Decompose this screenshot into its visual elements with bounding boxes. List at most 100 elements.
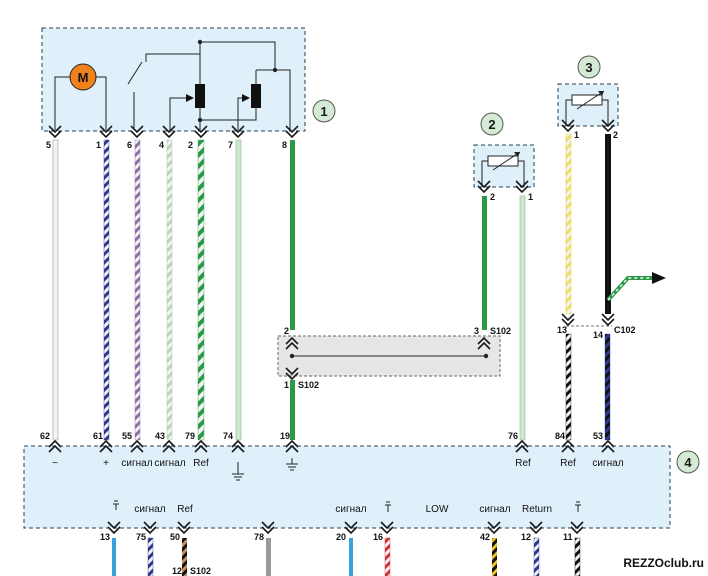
pin-number: 4 [159, 140, 164, 150]
pin-label: сигнал [592, 458, 623, 469]
ground-icon [232, 462, 244, 481]
wire-blue-black [147, 537, 154, 576]
wire-lightblue [112, 538, 116, 576]
pin-number: 53 [593, 431, 603, 441]
wire-red-white [384, 537, 391, 576]
callout-3: 3 [577, 55, 601, 79]
pin-label: сигнал [154, 458, 185, 469]
pin-number: 20 [336, 532, 346, 542]
wire-lightgreen [519, 195, 526, 441]
connector-chevron-down-icon [601, 119, 615, 133]
wire-grey [266, 538, 271, 576]
component-2-internals [481, 151, 525, 187]
connector-chevron-down-icon [177, 521, 191, 535]
watermark-background [600, 552, 706, 572]
pin-number: 1 [574, 130, 579, 140]
wire-black-white [574, 537, 581, 576]
wire-brown-black [182, 538, 187, 576]
pin-number: 6 [127, 140, 132, 150]
wire-blue-white [103, 139, 110, 441]
connector-chevron-down-icon [477, 180, 491, 194]
wires [52, 133, 666, 576]
connector-chevron-down-icon [285, 367, 299, 381]
variable-arrow-icon [514, 152, 520, 157]
pin-number: 76 [508, 431, 518, 441]
callout-1-label: 1 [320, 104, 327, 119]
pin-number: 55 [122, 431, 132, 441]
ground-icon [286, 458, 298, 471]
pin-number: 43 [155, 431, 165, 441]
junction-dot [483, 353, 489, 359]
pin-number: 16 [373, 532, 383, 542]
component-4-box [23, 445, 671, 529]
connector-chevron-up-icon [601, 439, 615, 453]
connector-name: C102 [614, 325, 636, 335]
pin-label: Ref [560, 458, 576, 469]
pin-number: 2 [188, 140, 193, 150]
potentiometer-1-icon [195, 84, 205, 108]
connector-chevron-up-icon [285, 336, 299, 350]
pin-number: 13 [557, 325, 567, 335]
pin-number: 42 [480, 532, 490, 542]
pin-label: сигнал [121, 458, 152, 469]
pin-number: 1 [284, 380, 289, 390]
connector-chevron-up-icon [99, 439, 113, 453]
connector-chevron-down-icon [487, 521, 501, 535]
pin-number: 5 [46, 140, 51, 150]
wire-lightgreen-white [166, 139, 173, 441]
wire-violet-white [134, 139, 141, 441]
ground-icons [113, 458, 581, 512]
arrow-right-icon [652, 272, 666, 284]
wiper-arrow-icon [242, 94, 250, 102]
motor-icon [69, 63, 97, 91]
variable-arrow-icon [598, 91, 604, 96]
connector-chevron-down-icon [285, 125, 299, 139]
connector-chevron-up-icon [561, 439, 575, 453]
connector-chevron-down-icon [231, 125, 245, 139]
connector-chevron-up-icon [231, 439, 245, 453]
connector-chevron-down-icon [529, 521, 543, 535]
watermark: REZZOclub.ru [623, 556, 704, 570]
pin-number: 75 [136, 532, 146, 542]
ground-icon [385, 501, 391, 512]
connector-chevron-down-icon [130, 125, 144, 139]
pin-number: 19 [280, 431, 290, 441]
connector-chevron-down-icon [162, 125, 176, 139]
callout-4-label: 4 [684, 455, 692, 470]
pin-number: 1 [96, 140, 101, 150]
wire-lightgreen [235, 139, 242, 441]
pin-number: 74 [223, 431, 233, 441]
connector-chevron-down-icon [143, 521, 157, 535]
connector-chevron-down-icon [601, 313, 615, 327]
wire-white [52, 139, 59, 441]
junction-dot [289, 353, 295, 359]
ground-icon [113, 500, 119, 510]
pin-number: 14 [593, 330, 603, 340]
connector-chevron-down-icon [570, 521, 584, 535]
component-3-internals [565, 90, 609, 126]
pin-label: LOW [426, 504, 449, 515]
pin-number: 78 [254, 532, 264, 542]
callout-1: 1 [312, 99, 336, 123]
wire-blue-white [533, 537, 540, 576]
pin-number: 50 [170, 532, 180, 542]
wire-blue-black [604, 333, 611, 441]
connector-chevron-down-icon [194, 125, 208, 139]
junction-dot [197, 117, 203, 123]
wire-black [605, 134, 611, 314]
splice-name: S102 [490, 326, 511, 336]
connector-chevrons [48, 119, 615, 535]
pin-label: Return [522, 504, 552, 515]
connector-chevron-up-icon [194, 439, 208, 453]
callout-3-label: 3 [585, 60, 592, 75]
pin-number: 62 [40, 431, 50, 441]
pin-number: 79 [185, 431, 195, 441]
connector-chevron-up-icon [285, 439, 299, 453]
pin-number: 8 [282, 140, 287, 150]
wire-green-white [197, 139, 205, 441]
connector-chevron-up-icon [162, 439, 176, 453]
pin-number: 13 [100, 532, 110, 542]
connector-chevron-down-icon [99, 125, 113, 139]
pin-number: 1 [528, 192, 533, 202]
potentiometer-2-icon [251, 84, 261, 108]
